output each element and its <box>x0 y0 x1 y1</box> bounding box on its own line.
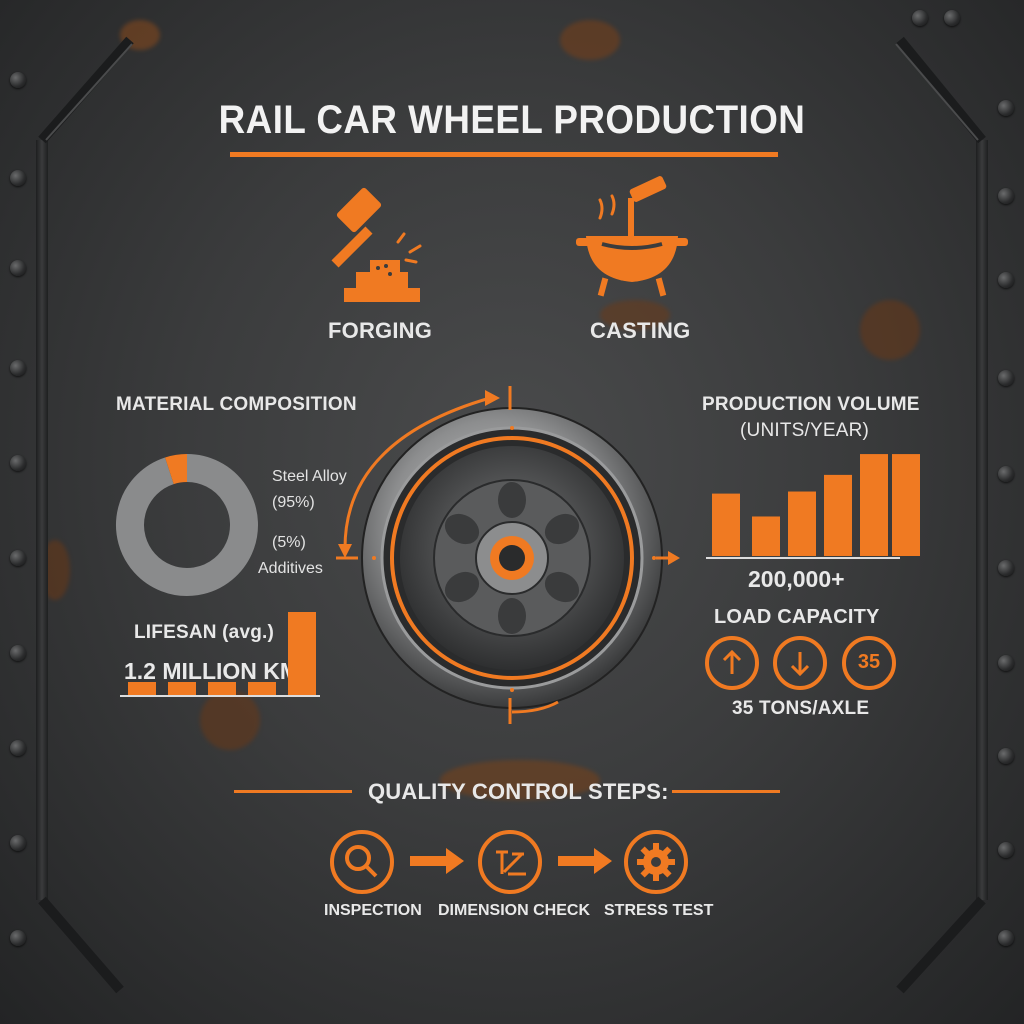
production-bar <box>824 474 852 556</box>
load-value: 35 TONS/AXLE <box>732 698 870 719</box>
rivet <box>10 740 26 756</box>
page-title: RAIL CAR WHEEL PRODUCTION <box>218 98 806 142</box>
rivet <box>10 170 26 186</box>
rivet <box>944 10 960 26</box>
donut-slice-steel-alloy <box>116 454 258 596</box>
rust-patch <box>560 20 620 60</box>
rivet <box>10 645 26 661</box>
lifespan-bar-chart <box>120 612 320 697</box>
rail-wheel-illustration <box>361 407 663 709</box>
rivet <box>10 260 26 276</box>
rivet <box>998 466 1014 482</box>
title-underline <box>230 152 778 157</box>
rivet <box>10 360 26 376</box>
rivet <box>998 272 1014 288</box>
production-heading: PRODUCTION VOLUME <box>702 394 920 415</box>
production-value: 200,000+ <box>748 566 845 592</box>
load-heading: LOAD CAPACITY <box>714 606 880 628</box>
arrow-right-icon <box>410 848 464 874</box>
qc-step-label: STRESS TEST <box>604 902 714 919</box>
production-bar <box>860 454 888 556</box>
lifespan-bar <box>168 682 196 696</box>
production-subheading: (UNITS/YEAR) <box>740 420 870 441</box>
production-bar <box>788 491 816 556</box>
rust-patch <box>860 300 920 360</box>
arrow-right-icon <box>558 848 612 874</box>
lifespan-bar <box>248 682 276 696</box>
rivet <box>998 655 1014 671</box>
magnifier-icon <box>330 830 394 894</box>
quality-heading: QUALITY CONTROL STEPS: <box>368 779 669 804</box>
rust-patch <box>600 300 670 330</box>
frame-right <box>976 140 988 900</box>
arrow-up-icon <box>705 636 759 690</box>
weight-badge-icon: 35 <box>842 636 896 690</box>
rivet <box>912 10 928 26</box>
crucible-pour-icon <box>576 176 688 297</box>
frame-left <box>36 140 48 900</box>
lifespan-heading: LIFESAN (avg.) <box>134 622 275 643</box>
lifespan-bar <box>128 682 156 696</box>
rivet <box>998 930 1014 946</box>
rivet <box>10 455 26 471</box>
production-bar <box>712 493 740 556</box>
rivet <box>998 188 1014 204</box>
arrow-down-icon <box>773 636 827 690</box>
additives-percent: (5%) <box>272 534 306 551</box>
steel-alloy-percent: (95%) <box>272 494 315 511</box>
qc-rule-left <box>234 790 352 793</box>
production-bar <box>752 516 780 556</box>
rivet <box>998 560 1014 576</box>
donut-slice-additives <box>165 454 188 485</box>
lifespan-value: 1.2 MILLION KM <box>124 658 300 684</box>
load-badge-value: 35 <box>857 651 881 673</box>
gear-icon <box>624 830 688 894</box>
rivet <box>998 100 1014 116</box>
material-heading: MATERIAL COMPOSITION <box>116 394 357 415</box>
lifespan-bar <box>208 682 236 696</box>
hammer-anvil-icon <box>331 187 422 302</box>
material-donut-chart <box>116 454 258 596</box>
qc-step-label: DIMENSION CHECK <box>438 902 591 919</box>
process-label-casting: CASTING <box>590 318 691 343</box>
rivet <box>10 72 26 88</box>
production-bar <box>892 454 920 556</box>
qc-rule-right <box>672 790 780 793</box>
production-bar-chart <box>706 454 920 559</box>
additives-label: Additives <box>258 560 323 577</box>
rivet <box>10 835 26 851</box>
rivet <box>998 842 1014 858</box>
rivet <box>10 550 26 566</box>
process-label-forging: FORGING <box>328 318 433 343</box>
qc-step-label: INSPECTION <box>324 902 422 919</box>
steel-alloy-label: Steel Alloy <box>272 468 347 485</box>
rivet <box>998 370 1014 386</box>
rivet <box>10 930 26 946</box>
caliper-icon <box>478 830 542 894</box>
rust-patch <box>200 690 260 750</box>
rust-patch <box>440 760 600 800</box>
rivet <box>998 748 1014 764</box>
lifespan-bar <box>288 612 316 696</box>
